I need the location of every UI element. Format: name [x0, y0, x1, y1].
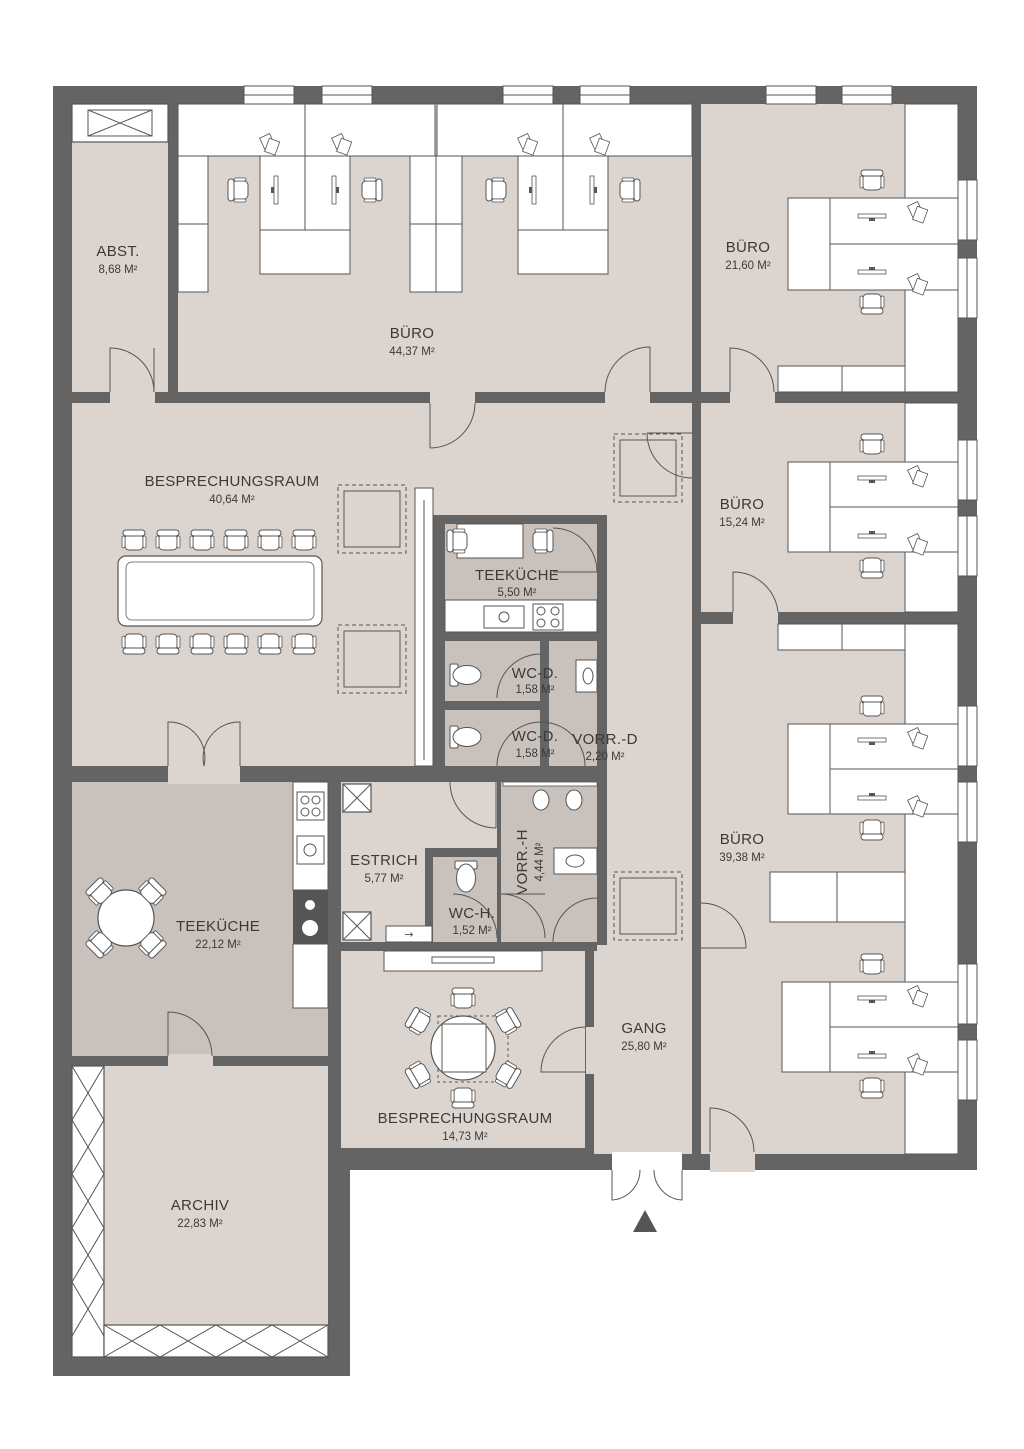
label-buero-mr-name: BÜRO: [720, 495, 765, 513]
label-teekueche-big-name: TEEKÜCHE: [176, 917, 260, 935]
label-wcd1-area: 1,58 M²: [516, 684, 555, 696]
label-abst-area: 8,68 M²: [99, 264, 138, 276]
room-labels: ABST. 8,68 M² BÜRO 44,37 M² BÜRO 21,60 M…: [96, 238, 770, 1230]
label-buero-tr-name: BÜRO: [726, 238, 771, 256]
label-vorrh-name: VORR.-H: [514, 829, 531, 894]
label-bespr-big-area: 40,64 M²: [209, 494, 255, 506]
label-buero-mr-area: 15,24 M²: [719, 517, 765, 529]
label-buero-br-name: BÜRO: [720, 830, 765, 848]
buero-top-furniture: [177, 103, 693, 293]
label-archiv-area: 22,83 M²: [177, 1218, 223, 1230]
bespr-big-furniture: [117, 484, 434, 767]
svg-text:→: →: [404, 928, 413, 941]
label-buero-br-area: 39,38 M²: [719, 852, 765, 864]
door-openings: [110, 392, 778, 1172]
label-estrich-area: 5,77 M²: [365, 873, 404, 885]
label-wch-name: WC-H.: [449, 905, 496, 922]
label-gang-area: 25,80 M²: [621, 1041, 667, 1053]
teekueche-big-furniture: [83, 781, 329, 1009]
label-teekueche-small-area: 5,50 M²: [498, 587, 537, 599]
label-abst-name: ABST.: [96, 243, 139, 260]
label-bespr-small-name: BESPRECHUNGSRAUM: [378, 1110, 553, 1127]
wet-rooms-furniture: [444, 523, 598, 893]
interior-walls: [72, 104, 958, 1170]
label-buero-top-name: BÜRO: [390, 324, 435, 342]
label-estrich-name: ESTRICH: [350, 852, 418, 869]
label-teekueche-small-name: TEEKÜCHE: [475, 566, 559, 584]
label-wcd1-name: WC-D.: [512, 665, 559, 682]
label-archiv-name: ARCHIV: [171, 1197, 229, 1214]
entrance-arrow-icon: [633, 1210, 657, 1232]
buero-right-furniture: [769, 103, 959, 1155]
bespr-small-furniture: →: [383, 925, 543, 1109]
label-bespr-big-name: BESPRECHUNGSRAUM: [145, 473, 320, 490]
label-vorrh-area: 4,44 M²: [534, 842, 546, 881]
door-swings: [109, 346, 779, 1201]
room-abst: [72, 104, 168, 394]
label-teekueche-big-area: 22,12 M²: [195, 939, 241, 951]
label-wcd2-name: WC-D.: [512, 728, 559, 745]
label-buero-tr-area: 21,60 M²: [725, 260, 771, 272]
label-vorrd-name: VORR.-D: [572, 731, 637, 748]
label-gang-name: GANG: [621, 1020, 666, 1037]
windows: [243, 85, 978, 1101]
label-vorrd-area: 2,20 M²: [586, 751, 625, 763]
label-bespr-small-area: 14,73 M²: [442, 1131, 488, 1143]
label-wch-area: 1,52 M²: [453, 925, 492, 937]
label-wcd2-area: 1,58 M²: [516, 748, 555, 760]
room-archiv: [72, 1066, 328, 1357]
label-buero-top-area: 44,37 M²: [389, 346, 435, 358]
storage-cabinets: [71, 103, 372, 1358]
